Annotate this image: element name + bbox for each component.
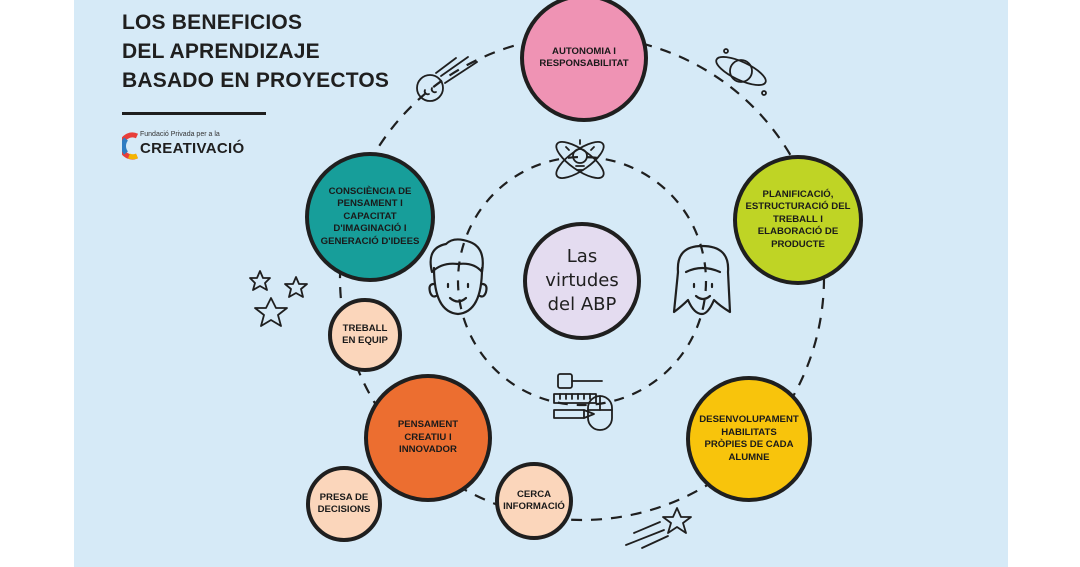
benefit-label: PRESA DE DECISIONS — [317, 491, 371, 516]
benefit-planificacio: PLANIFICACIÓ, ESTRUCTURACIÓ DEL TREBALL … — [733, 155, 863, 285]
girl-face-icon — [672, 244, 732, 316]
benefit-pensament: PENSAMENT CREATIU I INNOVADOR — [364, 374, 492, 502]
atom-lightbulb-icon — [555, 139, 605, 179]
logo-brand: CREATIVACIÓ — [140, 140, 245, 157]
page-title: LOS BENEFICIOS DEL APRENDIZAJE BASADO EN… — [122, 8, 389, 95]
title-line-3: BASADO EN PROYECTOS — [122, 69, 390, 92]
benefit-cerca: CERCA INFORMACIÓ — [495, 462, 573, 540]
benefit-label: AUTONOMIA I RESPONSABILITAT — [539, 45, 629, 70]
star-icon — [254, 297, 288, 327]
logo-subtitle: Fundació Privada per a la — [140, 131, 220, 138]
planet-icon — [715, 48, 767, 96]
center-label: Las virtudes del ABP — [545, 246, 619, 315]
benefit-consciencia: CONSCIÈNCIA DE PENSAMENT I CAPACITAT D'I… — [305, 152, 435, 282]
benefit-presa: PRESA DE DECISIONS — [306, 466, 382, 542]
benefit-label: CERCA INFORMACIÓ — [503, 488, 565, 513]
creativacio-logo: Fundació Privada per a la CREATIVACIÓ — [122, 130, 322, 162]
diagram-panel: LOS BENEFICIOS DEL APRENDIZAJE BASADO EN… — [74, 0, 1008, 567]
star-icon — [249, 270, 271, 291]
shooting-star-icon — [625, 507, 692, 549]
title-line-1: LOS BENEFICIOS — [122, 11, 303, 34]
title-underline — [122, 112, 266, 115]
benefit-autonomia: AUTONOMIA I RESPONSABILITAT — [520, 0, 648, 122]
comet-icon — [416, 56, 478, 102]
benefit-desenvolupament: DESENVOLUPAMENT HABILITATS PRÒPIES DE CA… — [686, 376, 812, 502]
star-icon — [284, 276, 308, 298]
benefit-label: CONSCIÈNCIA DE PENSAMENT I CAPACITAT D'I… — [320, 185, 420, 247]
tools-mouse-icon — [553, 373, 613, 431]
center-circle: Las virtudes del ABP — [523, 222, 641, 340]
benefit-label: TREBALL EN EQUIP — [342, 322, 388, 347]
boy-face-icon — [428, 238, 488, 316]
title-line-2: DEL APRENDIZAJE — [122, 40, 320, 63]
inner-dashed-ring — [456, 155, 708, 407]
benefit-label: PLANIFICACIÓ, ESTRUCTURACIÓ DEL TREBALL … — [745, 188, 851, 250]
benefit-label: PENSAMENT CREATIU I INNOVADOR — [397, 419, 459, 456]
logo-mark-icon — [122, 132, 139, 160]
benefit-treball-equip: TREBALL EN EQUIP — [328, 298, 402, 372]
benefit-label: DESENVOLUPAMENT HABILITATS PRÒPIES DE CA… — [699, 414, 799, 463]
